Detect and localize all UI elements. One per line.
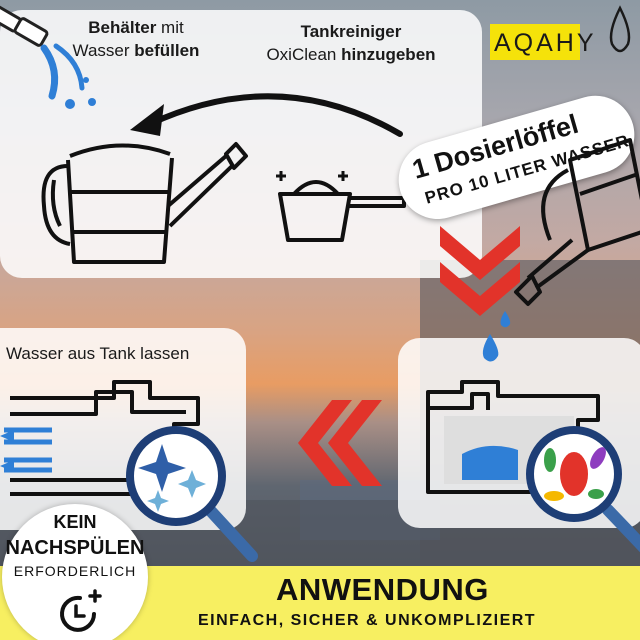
footer-subline: EINFACH, SICHER & UNKOMPLIZIERT	[198, 612, 537, 629]
magnifier-bacteria-icon	[526, 426, 640, 553]
chevron-left-icon	[298, 400, 382, 486]
badge-line2: NACHSPÜLEN	[5, 537, 145, 559]
curved-arrow-icon	[130, 93, 403, 137]
water-drop-icon	[482, 334, 499, 362]
measuring-scoop-icon	[276, 171, 406, 242]
logo-background	[490, 24, 580, 60]
fill-step-word3: Wasser	[72, 41, 135, 60]
fill-step-text: Behälter mit Wasser befüllen	[52, 16, 220, 62]
watering-can-icon	[41, 142, 248, 264]
water-drop-icon	[609, 5, 631, 53]
add-step-word1: Tankreiniger	[300, 22, 402, 41]
drain-step-text: Wasser aus Tank lassen	[6, 344, 190, 363]
chevron-down-icon	[440, 226, 520, 316]
water-drop-icon	[500, 311, 511, 328]
watering-can-pouring-icon	[514, 138, 640, 306]
fill-step-word1: Behälter	[88, 18, 157, 37]
badge-line3: ERFORDERLICH	[13, 563, 137, 579]
add-step-text: Tankreiniger OxiClean hinzugeben	[236, 20, 466, 66]
fill-step-word4: befüllen	[134, 41, 200, 60]
brand-logo: AQAHY	[494, 29, 597, 57]
timer-plus-icon	[60, 589, 102, 632]
add-step-word2: OxiClean	[266, 45, 342, 64]
badge-line1: KEIN	[53, 512, 97, 532]
water-hose-icon	[0, 5, 96, 109]
add-step-word3: hinzugeben	[341, 45, 436, 64]
footer-headline: ANWENDUNG	[276, 572, 489, 607]
fill-step-word2: mit	[156, 18, 184, 37]
magnifier-sparkle-icon	[126, 426, 258, 562]
